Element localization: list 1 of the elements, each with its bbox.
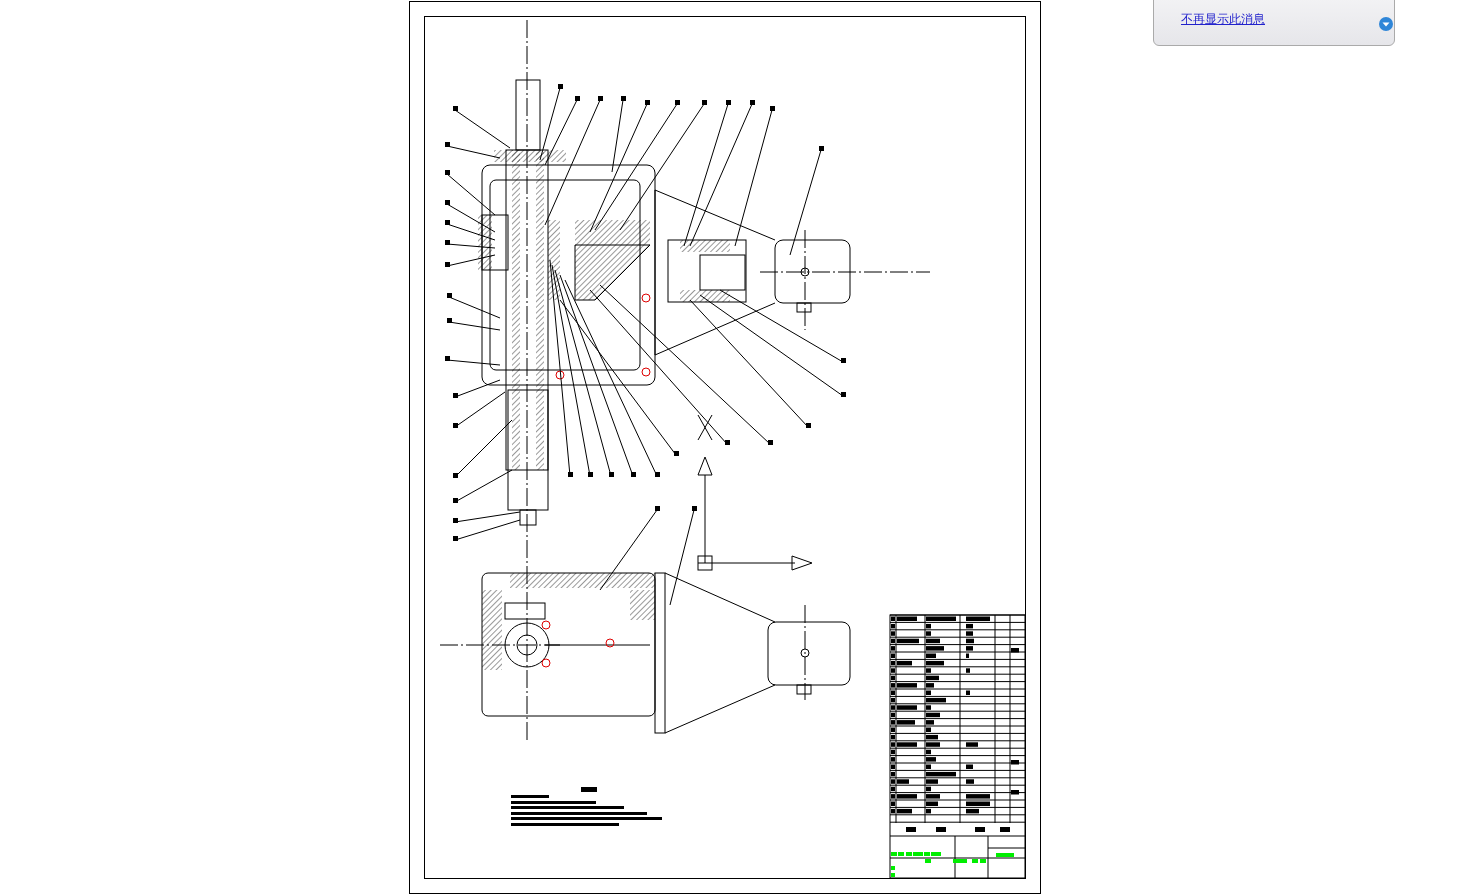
dismiss-link: 不再显示此消息 [1181,11,1265,28]
